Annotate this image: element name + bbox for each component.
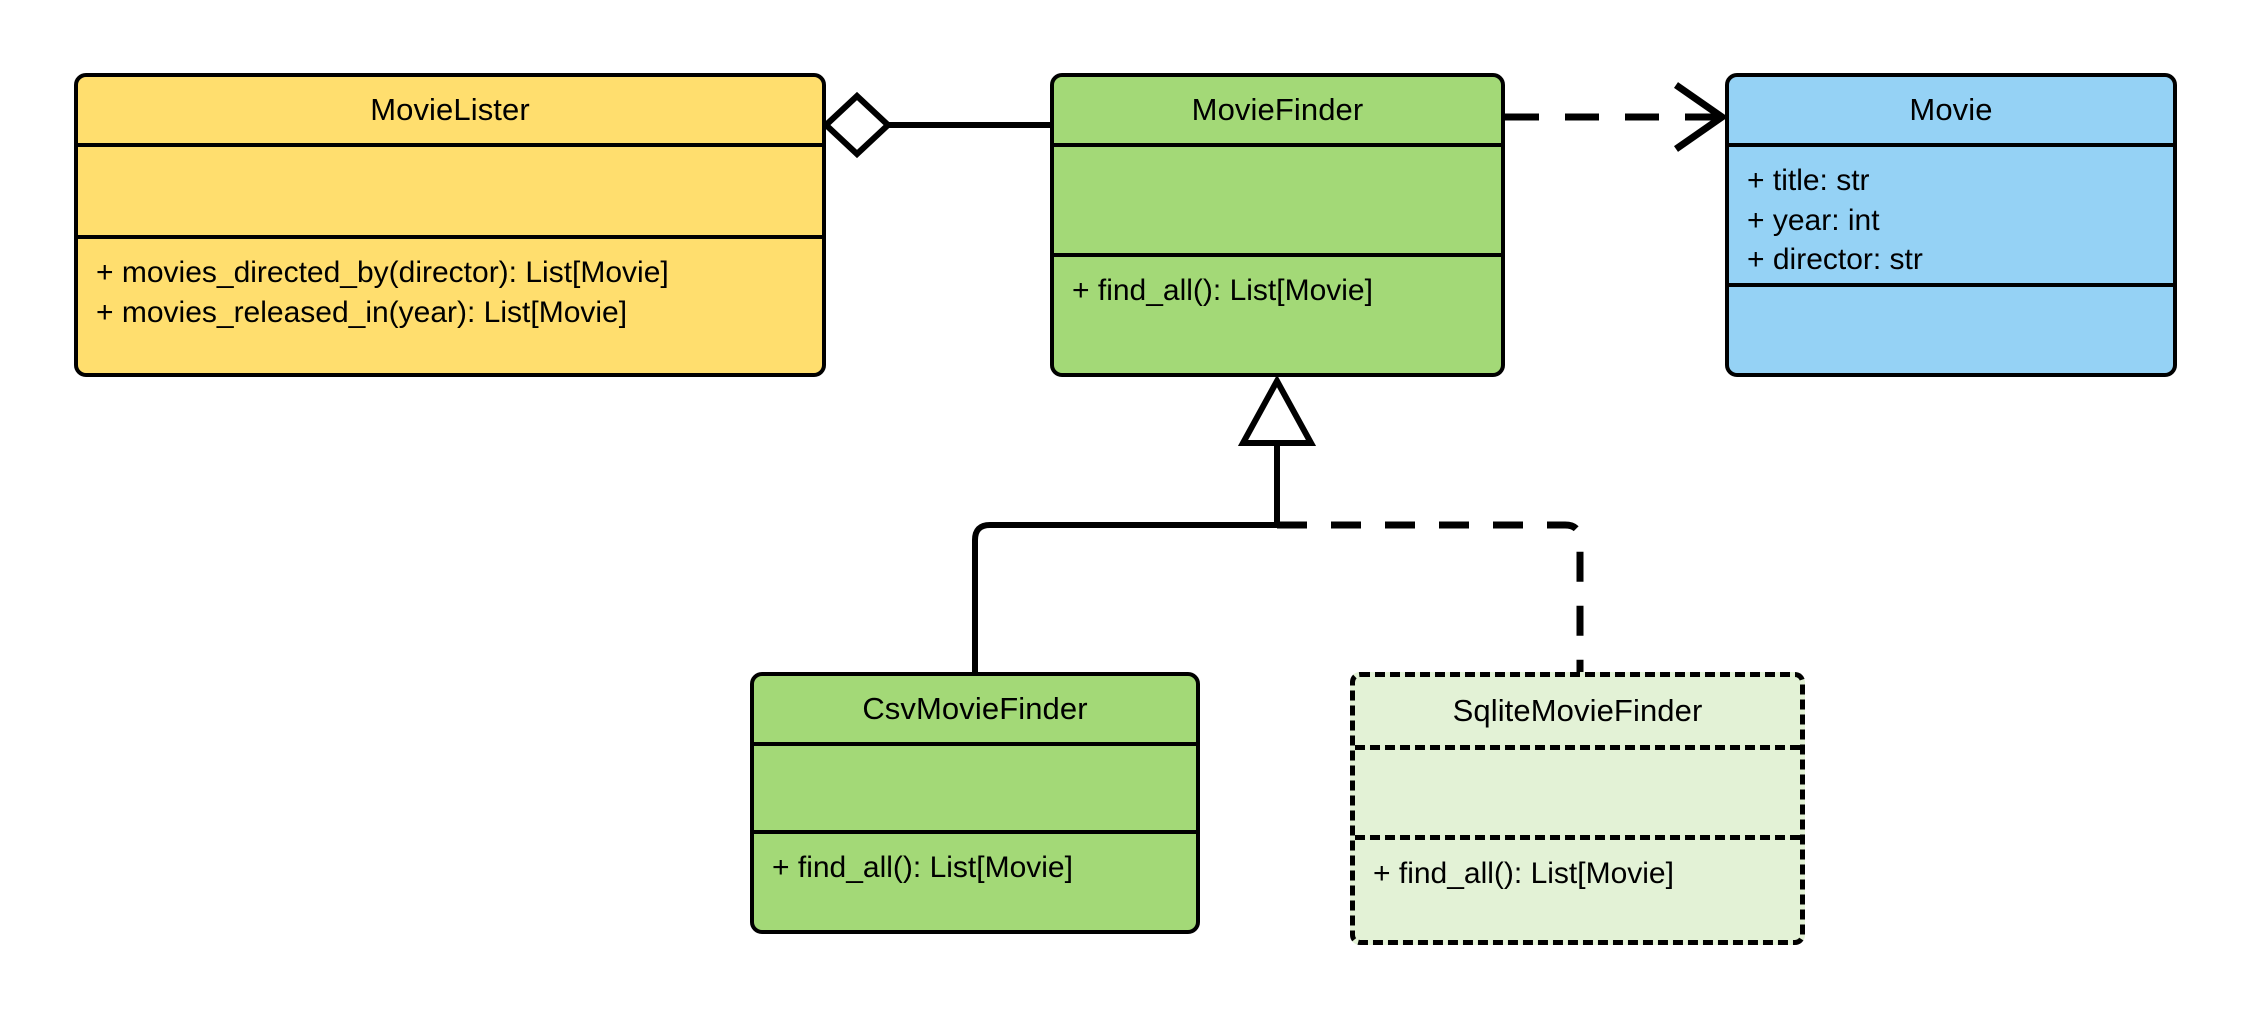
class-title: MovieLister xyxy=(370,91,530,127)
class-name-compartment: Movie xyxy=(1729,77,2173,143)
edge-dependency-moviefinder-movie[interactable] xyxy=(1505,82,1729,152)
class-name-compartment: MovieFinder xyxy=(1054,77,1501,143)
attributes-compartment xyxy=(1355,745,1800,835)
class-name-compartment: SqliteMovieFinder xyxy=(1355,677,1800,745)
open-arrow-icon xyxy=(1674,82,1729,152)
attribute-item: + year: int xyxy=(1747,203,1880,237)
attributes-compartment xyxy=(78,143,822,235)
class-name-compartment: CsvMovieFinder xyxy=(754,676,1196,742)
operation-item: + find_all(): List[Movie] xyxy=(772,851,1073,884)
realization-line xyxy=(1277,521,1584,672)
uml-class-sqlitemoviefinder[interactable]: SqliteMovieFinder + find_all(): List[Mov… xyxy=(1350,672,1805,945)
class-title: Movie xyxy=(1909,91,1993,127)
class-name-compartment: MovieLister xyxy=(78,77,822,143)
attributes-compartment: + title: str + year: int + director: str xyxy=(1729,143,2173,283)
operations-compartment: + find_all(): List[Movie] xyxy=(1054,253,1501,373)
attributes-compartment xyxy=(754,742,1196,830)
attribute-item: + director: str xyxy=(1747,243,1923,277)
generalization-line xyxy=(972,522,1277,672)
edge-generalization-csvmoviefinder-moviefinder[interactable] xyxy=(972,522,1277,672)
hollow-triangle-icon xyxy=(1237,374,1317,446)
operation-item: + movies_released_in(year): List[Movie] xyxy=(96,295,628,329)
hollow-diamond-icon xyxy=(821,91,893,159)
edge-realization-sqlitemoviefinder-moviefinder[interactable] xyxy=(1277,521,1584,672)
attributes-compartment xyxy=(1054,143,1501,253)
uml-class-moviefinder[interactable]: MovieFinder + find_all(): List[Movie] xyxy=(1050,73,1505,377)
operations-compartment: + find_all(): List[Movie] xyxy=(754,830,1196,930)
inheritance-arrowhead-group xyxy=(1237,374,1317,525)
operations-compartment xyxy=(1729,283,2173,373)
edge-aggregation-movielister-moviefinder[interactable] xyxy=(821,91,1050,159)
operations-compartment: + movies_directed_by(director): List[Mov… xyxy=(78,235,822,373)
uml-class-csvmoviefinder[interactable]: CsvMovieFinder + find_all(): List[Movie] xyxy=(750,672,1200,934)
operations-compartment: + find_all(): List[Movie] xyxy=(1355,835,1800,940)
operation-item: + find_all(): List[Movie] xyxy=(1072,274,1373,307)
operation-item: + movies_directed_by(director): List[Mov… xyxy=(96,256,669,289)
operation-item: + find_all(): List[Movie] xyxy=(1373,857,1674,890)
attribute-item: + title: str xyxy=(1747,164,1870,197)
class-title: CsvMovieFinder xyxy=(862,690,1088,726)
class-title: MovieFinder xyxy=(1191,91,1364,127)
class-title: SqliteMovieFinder xyxy=(1452,692,1703,728)
uml-class-movielister[interactable]: MovieLister + movies_directed_by(directo… xyxy=(74,73,826,377)
uml-class-movie[interactable]: Movie + title: str + year: int + directo… xyxy=(1725,73,2177,377)
